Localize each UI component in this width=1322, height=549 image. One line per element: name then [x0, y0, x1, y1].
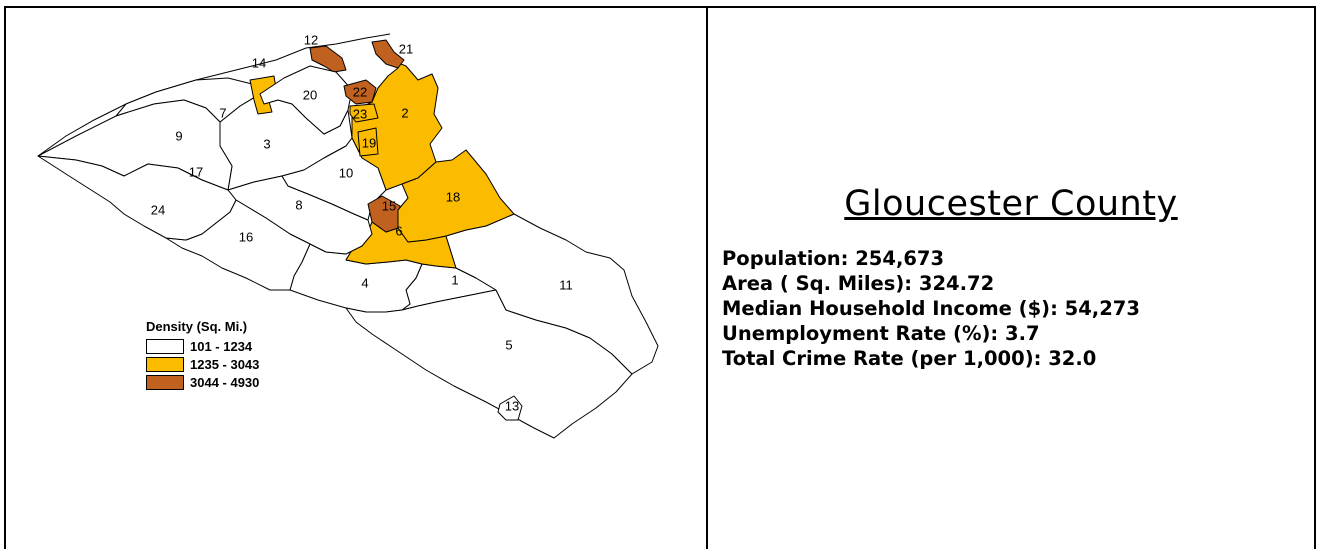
region-12[interactable] [309, 45, 347, 73]
stat-unemployment: Unemployment Rate (%): 3.7 [722, 322, 1040, 345]
region-label-8: 8 [295, 197, 302, 212]
region-label-13: 13 [505, 398, 519, 413]
region-label-16: 16 [239, 229, 253, 244]
region-20[interactable] [259, 65, 353, 135]
region-label-12: 12 [304, 32, 318, 47]
legend-label: 101 - 1234 [190, 338, 253, 354]
region-label-14: 14 [252, 55, 266, 70]
region-label-24: 24 [151, 202, 165, 217]
region-label-20: 20 [303, 87, 317, 102]
legend-label: 3044 - 4930 [190, 374, 260, 390]
panel-divider [706, 6, 708, 549]
region-label-17: 17 [189, 164, 203, 179]
region-label-18: 18 [446, 189, 460, 204]
river-coastline [37, 33, 391, 157]
region-label-1: 1 [451, 272, 458, 287]
region-label-7: 7 [219, 105, 226, 120]
region-22[interactable] [343, 79, 377, 105]
region-label-23: 23 [353, 106, 367, 121]
region-label-21: 21 [399, 41, 413, 56]
legend-swatch-high [146, 374, 184, 390]
stat-median-income: Median Household Income ($): 54,273 [722, 297, 1140, 320]
county-title: Gloucester County [844, 184, 1178, 224]
legend-swatch-mid [146, 356, 184, 372]
region-11[interactable] [445, 213, 659, 375]
region-label-6: 6 [395, 223, 402, 238]
region-label-3: 3 [263, 136, 270, 151]
region-24[interactable] [37, 155, 237, 241]
region-label-9: 9 [175, 128, 182, 143]
legend-item: 1235 - 3043 [146, 355, 259, 373]
region-label-4: 4 [361, 275, 368, 290]
region-21[interactable] [371, 39, 405, 69]
region-label-10: 10 [339, 165, 353, 180]
info-panel: Gloucester County Population: 254,673 Ar… [708, 8, 1314, 549]
stat-crime-rate: Total Crime Rate (per 1,000): 32.0 [722, 347, 1097, 370]
outer-frame [4, 6, 1316, 549]
region-19[interactable] [357, 127, 379, 157]
legend-swatch-low [146, 338, 184, 354]
region-18[interactable] [397, 149, 515, 243]
legend-title: Density (Sq. Mi.) [146, 319, 248, 334]
region-13[interactable] [497, 395, 523, 421]
region-label-11: 11 [559, 277, 573, 292]
legend-item: 101 - 1234 [146, 337, 259, 355]
map-legend: Density (Sq. Mi.) 101 - 1234 1235 - 3043… [146, 319, 259, 391]
region-label-22: 22 [353, 84, 367, 99]
region-label-19: 19 [362, 135, 376, 150]
region-23[interactable] [349, 103, 379, 123]
region-10[interactable] [281, 137, 387, 221]
legend-item: 3044 - 4930 [146, 373, 259, 391]
county-stats: Population: 254,673 Area ( Sq. Miles): 3… [722, 246, 1140, 371]
stat-population: Population: 254,673 [722, 247, 945, 270]
region-label-2: 2 [401, 105, 408, 120]
region-label-15: 15 [382, 198, 396, 213]
legend-label: 1235 - 3043 [190, 356, 260, 372]
region-label-5: 5 [505, 337, 512, 352]
stat-area: Area ( Sq. Miles): 324.72 [722, 272, 995, 295]
